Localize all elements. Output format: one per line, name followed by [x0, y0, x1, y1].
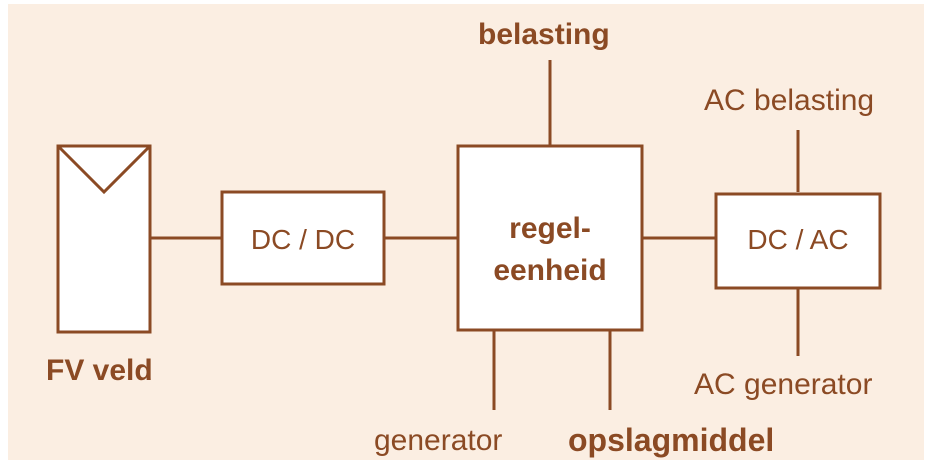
control-unit-label-line2: eenheid: [493, 254, 607, 287]
pv-panel-box: [56, 144, 152, 334]
pv-field-label: FV veld: [46, 354, 153, 387]
generator-label: generator: [374, 424, 503, 457]
dcac-box: [714, 192, 882, 290]
control-unit-label-line1: regel-: [509, 212, 591, 245]
dcac-label: DC / AC: [747, 224, 849, 255]
pv-panel-triangle-icon: [56, 144, 152, 195]
dcdc-box: [220, 190, 386, 286]
dcdc-label: DC / DC: [250, 224, 356, 255]
load-label: belasting: [478, 18, 610, 51]
control-unit-box: [456, 144, 644, 332]
storage-label: opslagmiddel: [568, 422, 775, 458]
diagram-lines: [56, 60, 882, 410]
ac-load-label: AC belasting: [704, 84, 875, 117]
ac-generator-label: AC generator: [694, 368, 873, 401]
diagram-canvas: belasting AC belasting DC / DC regel- ee…: [8, 4, 924, 460]
